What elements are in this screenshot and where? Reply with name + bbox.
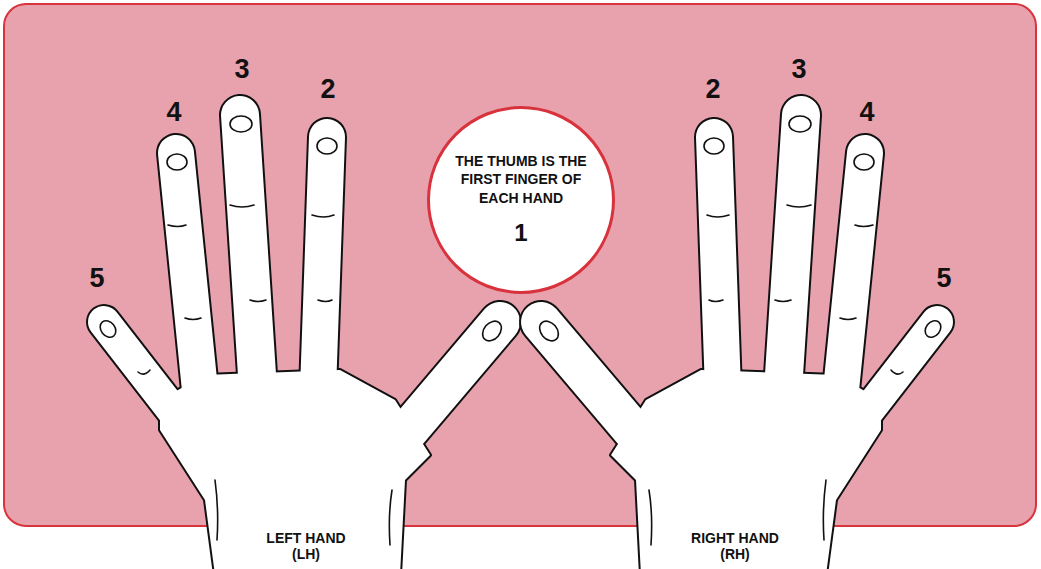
note-text: THE THUMB IS THE FIRST FINGER OF EACH HA… — [450, 152, 592, 207]
finger-number: 5 — [77, 263, 117, 294]
finger-number: 2 — [693, 74, 733, 105]
note-circle: THE THUMB IS THE FIRST FINGER OF EACH HA… — [427, 106, 615, 294]
thumb-number: 1 — [450, 217, 592, 248]
pink-panel — [4, 4, 1036, 526]
finger-number: 2 — [308, 74, 348, 105]
circle-content: THE THUMB IS THE FIRST FINGER OF EACH HA… — [450, 152, 592, 248]
finger-number: 4 — [847, 97, 887, 128]
finger-number: 4 — [154, 97, 194, 128]
hand-label: RIGHT HAND (RH) — [679, 530, 791, 562]
hand-label: LEFT HAND (LH) — [252, 530, 360, 562]
finger-number: 3 — [779, 54, 819, 85]
finger-number: 3 — [222, 54, 262, 85]
finger-number: 5 — [924, 263, 964, 294]
